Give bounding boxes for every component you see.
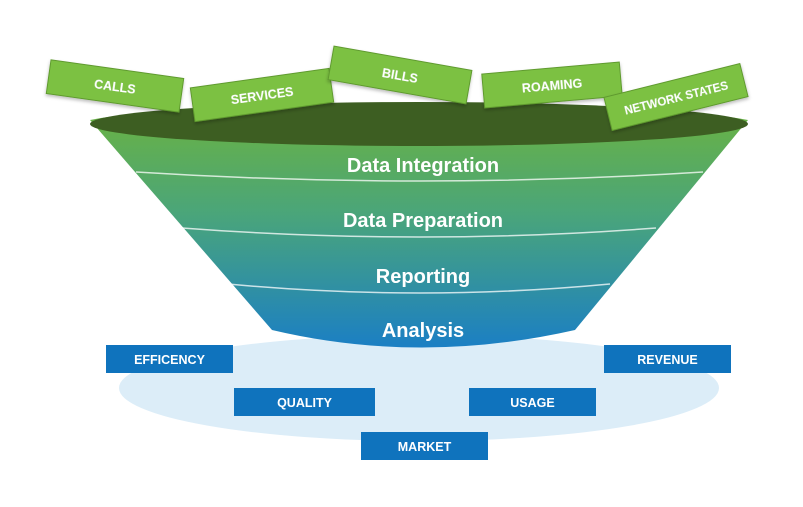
output-tag-label: QUALITY bbox=[277, 396, 333, 410]
output-tag-quality: QUALITY bbox=[234, 388, 375, 416]
input-tag-roaming: ROAMING bbox=[481, 61, 623, 109]
stage-divider bbox=[181, 227, 657, 238]
output-tag-revenue: REVENUE bbox=[604, 345, 731, 373]
stage-label-analysis: Analysis bbox=[382, 320, 464, 342]
stage-divider bbox=[135, 171, 704, 182]
output-tag-efficency: EFFICENCY bbox=[106, 345, 233, 373]
output-tag-label: EFFICENCY bbox=[134, 353, 206, 367]
input-tag-label: ROAMING bbox=[521, 76, 582, 95]
output-tag-market: MARKET bbox=[361, 432, 488, 460]
stage-label-data-preparation: Data Preparation bbox=[343, 210, 503, 232]
stage-dividers bbox=[135, 171, 704, 294]
stage-label-reporting: Reporting bbox=[376, 266, 470, 288]
input-tag-services: SERVICES bbox=[189, 67, 335, 123]
output-tag-label: MARKET bbox=[398, 440, 452, 454]
stage-divider bbox=[227, 283, 611, 294]
stage-label-data-integration: Data Integration bbox=[347, 155, 499, 177]
input-tag-bills: BILLS bbox=[327, 45, 473, 105]
input-tag-calls: CALLS bbox=[45, 59, 185, 113]
output-tag-usage: USAGE bbox=[469, 388, 596, 416]
output-tag-label: REVENUE bbox=[637, 353, 697, 367]
input-tag-label: BILLS bbox=[381, 66, 419, 86]
output-tag-label: USAGE bbox=[510, 396, 554, 410]
input-tag-label: CALLS bbox=[93, 77, 136, 97]
